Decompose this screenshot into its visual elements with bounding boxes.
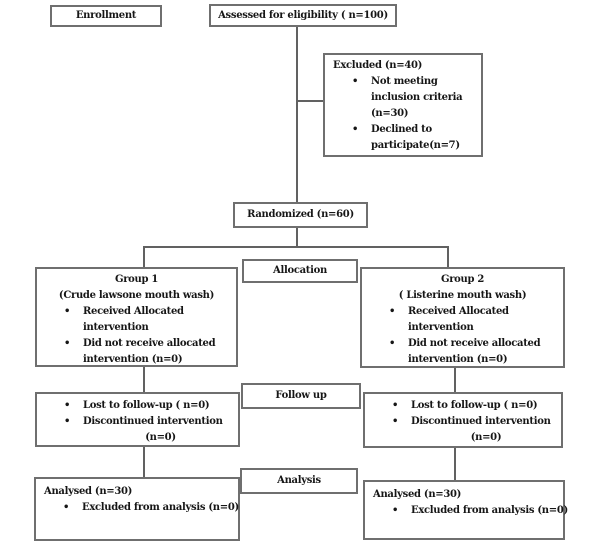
followup2-continuation: (n=0) (470, 432, 502, 443)
analysis2-box: Analysed (n=30) Excluded from analysis (… (363, 480, 568, 540)
group2-box: Group 2 ( Listerine mouth wash) Received… (360, 267, 565, 368)
analysis1-title: Analysed (n=30) (44, 486, 133, 497)
followup1-continuation: (n=0) (145, 432, 176, 443)
group2-title: Group 2 (440, 274, 485, 285)
group2-subtitle: ( Listerine mouth wash) (398, 290, 527, 301)
excluded-bullet-not-meeting: Not meeting inclusion criteria (n=30) (325, 74, 479, 122)
analysis-label-box: Analysis (240, 468, 358, 494)
excluded-title: Excluded (n=40) (333, 60, 423, 71)
enrollment-label: Enrollment (75, 10, 137, 21)
followup2-box: Lost to follow-up ( n=0) Discontinued in… (363, 392, 563, 448)
excluded-box: Excluded (n=40) Not meeting inclusion cr… (323, 53, 483, 157)
analysis-label: Analysis (277, 475, 321, 486)
analysis2-title: Analysed (n=30) (373, 489, 462, 500)
connector-assessed-to-randomized (296, 26, 298, 204)
group2-bullet-received: Received Allocated intervention (362, 304, 520, 336)
connector-followup2-to-analysis2 (454, 447, 456, 481)
analysis1-bullet-excluded: Excluded from analysis (n=0) (36, 500, 239, 516)
connector-group2-to-followup2 (454, 367, 456, 393)
connector-group1-to-followup1 (143, 366, 145, 393)
connector-randomized-stem (296, 227, 298, 247)
excluded-bullet-declined: Declined to participate(n=7) (325, 122, 479, 154)
group2-bullet-not-received: Did not receive allocated intervention (… (362, 336, 560, 368)
group1-title: Group 1 (114, 274, 159, 285)
followup2-bullet-lost: Lost to follow-up ( n=0) (365, 398, 561, 414)
followup2-bullet-discontinued: Discontinued intervention (365, 414, 561, 430)
allocation-label: Allocation (273, 265, 327, 276)
randomized-box: Randomized (n=60) (233, 202, 368, 228)
analysis2-bullet-excluded: Excluded from analysis (n=0) (365, 503, 568, 519)
followup1-bullet-discontinued: Discontinued intervention (37, 414, 238, 430)
connector-branch-to-excluded (297, 100, 324, 102)
group1-box: Group 1 (Crude lawsone mouth wash) Recei… (35, 267, 238, 367)
connector-split-horizontal (143, 246, 449, 248)
randomized-label: Randomized (n=60) (247, 209, 354, 220)
connector-followup1-to-analysis1 (143, 446, 145, 478)
assessed-box: Assessed for eligibility ( n=100) (209, 4, 397, 27)
followup-label-box: Follow up (241, 383, 361, 409)
group1-bullet-not-received: Did not receive allocated intervention (… (37, 336, 235, 368)
enrollment-box: Enrollment (50, 5, 162, 27)
group1-bullet-received: Received Allocated intervention (37, 304, 195, 336)
allocation-label-box: Allocation (242, 259, 358, 283)
connector-split-left-drop (143, 246, 145, 268)
followup1-box: Lost to follow-up ( n=0) Discontinued in… (35, 392, 240, 447)
followup-label: Follow up (275, 390, 327, 401)
followup1-bullet-lost: Lost to follow-up ( n=0) (37, 398, 238, 414)
connector-split-right-drop (447, 246, 449, 268)
group1-subtitle: (Crude lawsone mouth wash) (58, 290, 215, 301)
analysis1-box: Analysed (n=30) Excluded from analysis (… (34, 477, 240, 541)
assessed-label: Assessed for eligibility ( n=100) (218, 9, 388, 21)
